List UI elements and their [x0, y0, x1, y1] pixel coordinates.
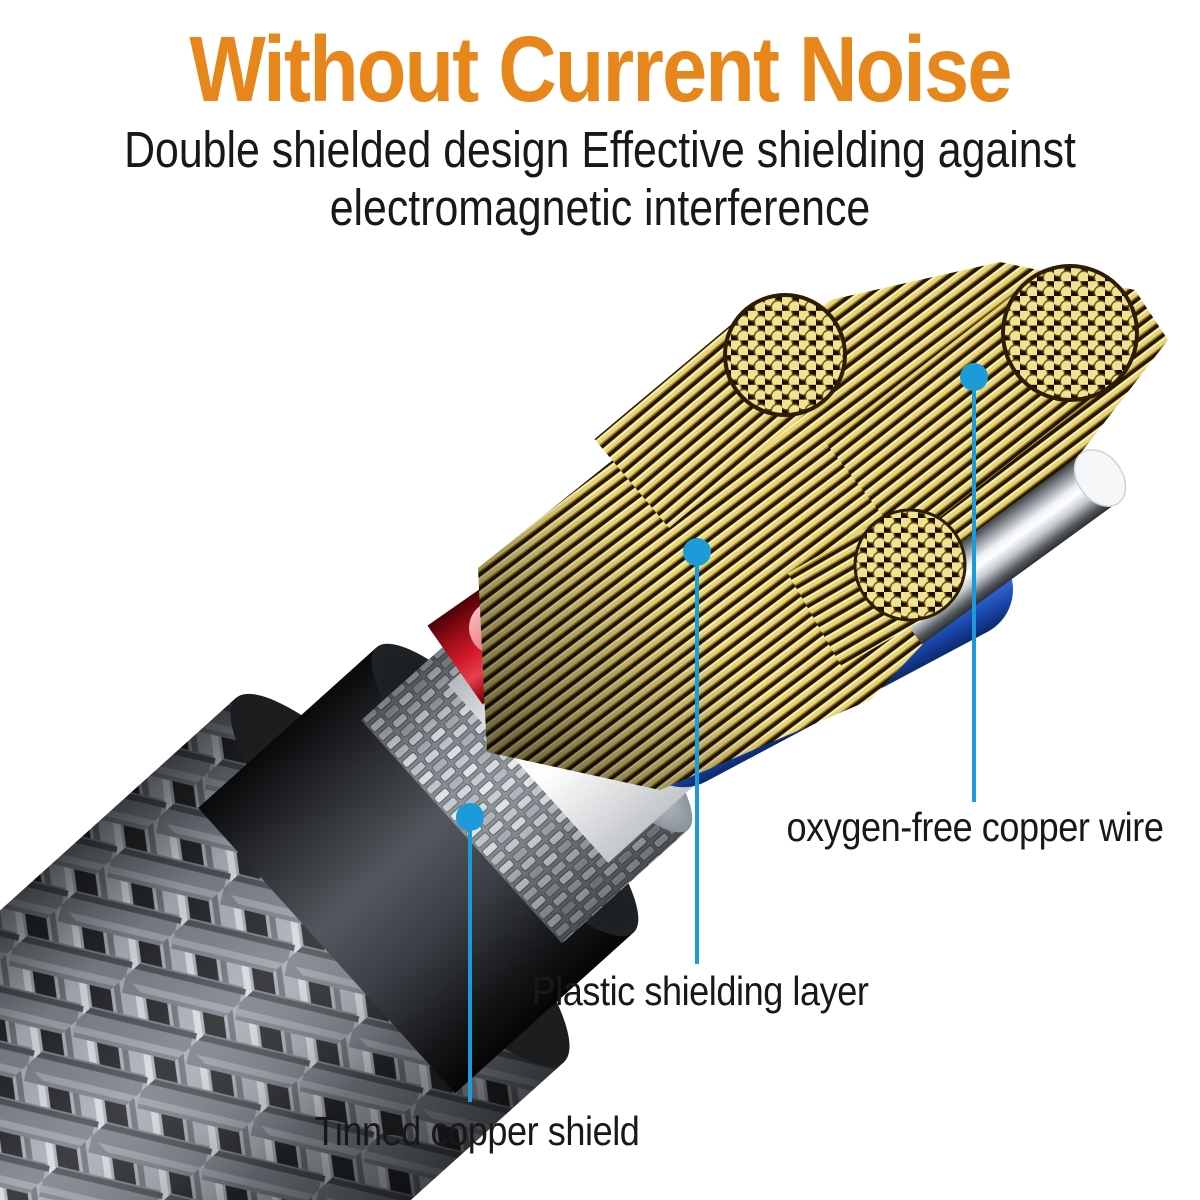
copper-bundle-face: [853, 508, 967, 622]
page-subtitle: Double shielded design Effective shieldi…: [96, 121, 1104, 236]
page-title: Without Current Noise: [189, 17, 1012, 121]
callout-label: Plastic shielding layer: [531, 968, 869, 1014]
copper-bundle-face: [723, 293, 847, 417]
callout-label: Tinned copper shield: [314, 1108, 640, 1154]
subtitle-line-2: electromagnetic interference: [329, 178, 871, 236]
copper-bundle-middle: [787, 508, 967, 667]
callout-line: [468, 817, 472, 1102]
subtitle-line-1: Double shielded design Effective shieldi…: [124, 121, 1076, 178]
callout-line: [972, 377, 976, 802]
callout-label: oxygen-free copper wire: [786, 804, 1164, 850]
copper-bundle-left: [594, 293, 847, 528]
copper-bundle-right: [825, 264, 1139, 545]
copper-bundle-face: [1001, 264, 1139, 402]
callout-line: [695, 552, 699, 964]
